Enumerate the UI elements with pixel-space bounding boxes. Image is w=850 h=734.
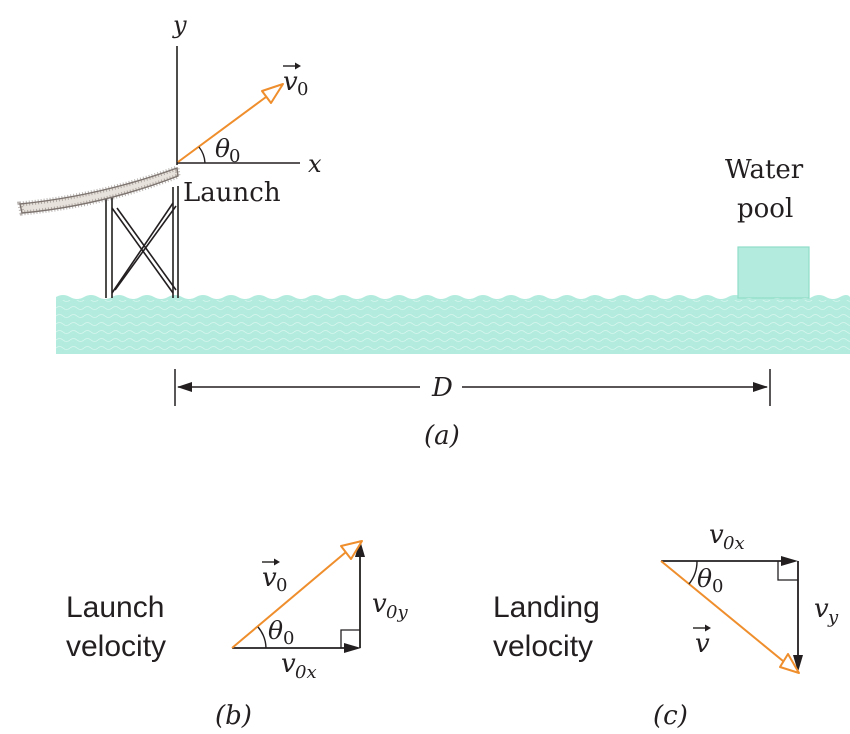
theta0-label: θ 0 [215,134,240,167]
water-pool-label-line1: Water [725,155,804,185]
svg-text:θ: θ [268,616,283,645]
v0x-arrow [232,643,361,653]
svg-text:0: 0 [297,79,308,100]
v-arrow-c [660,560,800,674]
v0-label-b: v 0 [262,558,287,596]
vy-arrow-c [793,561,803,672]
angle-arc-b [257,626,267,649]
launch-velocity-arrow [177,83,284,163]
water-texture [56,300,850,354]
distance-label: D [431,373,453,403]
water-pool-label-line2: pool [737,194,793,224]
svg-text:y: y [827,607,839,628]
svg-text:θ: θ [215,134,230,163]
angle-arc-c [688,560,698,585]
v0x-arrow-c [661,556,798,566]
v0x-label-b: v 0x [281,649,317,683]
v0x-label-c: v 0x [709,520,745,554]
svg-text:0: 0 [283,628,294,649]
svg-text:v: v [281,649,296,679]
svg-text:0y: 0y [386,602,408,623]
water-pool [737,246,810,299]
launch-velocity-label-line2: velocity [66,630,166,663]
svg-text:0: 0 [229,146,240,167]
launch-angle-arc [198,146,206,164]
launch-ramp [16,164,181,216]
svg-text:v: v [695,629,710,659]
theta0-label-c: θ 0 [697,564,723,597]
launch-velocity-label-line1: Launch [66,591,164,624]
launch-label: Launch [183,178,281,208]
caption-b: (b) [215,701,252,731]
svg-text:v: v [283,67,298,97]
theta0-label-b: θ 0 [268,616,294,649]
svg-text:v: v [709,520,724,550]
launch-tower [105,186,179,298]
v-label-c: v [693,624,711,659]
v0y-arrow [355,540,365,648]
y-axis-label: y [172,11,187,39]
vy-label-c: v y [814,594,839,628]
svg-text:v: v [814,594,829,624]
svg-text:0x: 0x [295,662,317,683]
right-angle-mark-c [777,561,798,581]
v0-arrow-b [231,540,363,649]
svg-text:v: v [372,589,387,619]
v0y-label-b: v 0y [372,589,408,623]
svg-text:v: v [262,563,277,593]
svg-text:0: 0 [712,576,723,597]
svg-text:θ: θ [697,564,712,593]
caption-a: (a) [424,421,460,451]
distance-dimension [174,369,771,406]
caption-c: (c) [653,701,688,731]
panel-c: Landing velocity v 0x θ 0 v [493,520,839,731]
landing-velocity-label-line1: Landing [493,591,600,624]
x-axis-label: x [308,150,322,178]
svg-text:0x: 0x [723,533,745,554]
svg-text:0: 0 [276,575,287,596]
panel-b: Launch velocity v 0 θ 0 [66,540,408,731]
right-angle-mark-b [340,629,360,648]
landing-velocity-label-line2: velocity [493,630,593,663]
panel-a: y x v 0 θ 0 Launch Water pool [16,11,850,451]
v0-label: v 0 [283,62,308,100]
